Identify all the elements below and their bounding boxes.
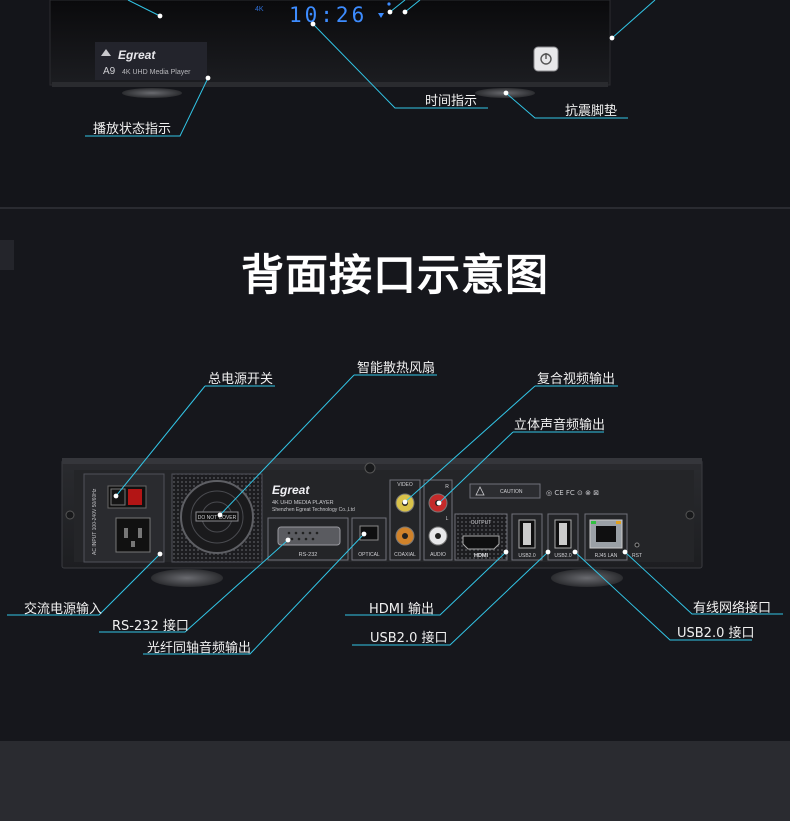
side-tab (0, 240, 14, 270)
label-hdmi-out: HDMI 输出 (369, 602, 434, 617)
rear-company: Shenzhen Egreat Technology Co.,Ltd (272, 507, 355, 513)
rs232-label: RS-232 (299, 552, 318, 558)
front-brand: Egreat (118, 48, 156, 62)
rs232-port (277, 526, 341, 546)
label-stereo-out: 立体声音频输出 (514, 418, 606, 433)
rear-brand: Egreat (272, 483, 310, 497)
display-dot-icon (387, 2, 391, 6)
rs232-frame (267, 517, 349, 561)
label-ac-input: 交流电源输入 (24, 602, 103, 617)
rear-foot-left (151, 569, 223, 587)
coaxial-label: COAXIAL (394, 552, 416, 558)
label-usb-right: USB2.0 接口 (677, 626, 755, 641)
caution-sticker (469, 483, 541, 499)
hdmi-port (462, 535, 500, 550)
optical-frame (351, 517, 387, 561)
optical-port (359, 525, 379, 541)
output-label: OUTPUT (471, 520, 492, 526)
audio-l-port (435, 533, 441, 539)
front-callout-dots (157, 9, 615, 96)
video-label: VIDEO (397, 482, 413, 488)
label-time-indicator: 时间指示 (425, 94, 478, 109)
optical-label: OPTICAL (358, 552, 380, 558)
front-model-desc: 4K UHD Media Player (122, 69, 191, 76)
label-shock-feet: 抗震脚垫 (565, 104, 618, 119)
rear-callout-dots (113, 493, 628, 557)
coaxial-port (402, 533, 408, 539)
fan-note: DO NOT COVER (198, 515, 237, 521)
rear-model-line: 4K UHD MEDIA PLAYER (272, 500, 334, 506)
ac-input-text: AC INPUT 100-240V 50/60Hz (92, 488, 98, 555)
audio-label: AUDIO (430, 552, 446, 558)
rear-foot-right (551, 569, 623, 587)
usb-a-label: USB2.0 (518, 553, 535, 559)
label-composite-out: 复合视频输出 (537, 372, 616, 387)
av-frame-right (423, 479, 453, 561)
rear-callout-lines (7, 374, 783, 655)
rst-label: RST (632, 553, 642, 559)
reset-hole (634, 542, 640, 548)
hdmi-logo: HDMI (474, 553, 489, 559)
label-lan: 有线网络接口 (693, 601, 772, 616)
av-frame-left (389, 479, 421, 561)
front-model: A9 (103, 66, 116, 77)
usb-b-frame (547, 513, 579, 561)
usb-a-frame (511, 513, 543, 561)
section-title: 背面接口示意图 (241, 251, 549, 301)
usb-b-label: USB2.0 (554, 553, 571, 559)
display-badge: 4K (255, 6, 264, 13)
screw-top (364, 462, 376, 474)
lan-label: RJ45 LAN (595, 553, 618, 559)
do-not-cover-plate (195, 511, 239, 522)
audio-r-label: R (445, 484, 449, 490)
caution-text: CAUTION (500, 489, 523, 495)
front-logo-plate (95, 42, 207, 80)
audio-l-label: L (446, 516, 449, 522)
label-usb-left: USB2.0 接口 (370, 631, 448, 646)
front-device: Egreat A9 4K UHD Media Player 4K 10:26 (49, 0, 611, 98)
rear-device: AC INPUT 100-240V 50/60Hz DO NOT COVER E… (61, 458, 703, 587)
lan-frame (584, 513, 628, 561)
label-play-status: 播放状态指示 (93, 122, 172, 137)
egreat-bird-icon (101, 49, 111, 56)
front-foot-left (122, 88, 182, 98)
front-display-time: 10:26 (289, 3, 367, 27)
label-smart-fan: 智能散热风扇 (357, 361, 436, 376)
display-down-icon (378, 13, 384, 18)
label-rs232: RS-232 接口 (112, 619, 189, 634)
footer-band (0, 741, 790, 821)
front-callout-lines (85, 0, 656, 137)
cert-marks: ◎ CE FC ⊙ ⊗ ⊠ (546, 489, 599, 497)
label-power-switch: 总电源开关 (208, 372, 274, 387)
label-spdif: 光纤同轴音频输出 (147, 641, 252, 656)
section-divider (0, 207, 790, 209)
